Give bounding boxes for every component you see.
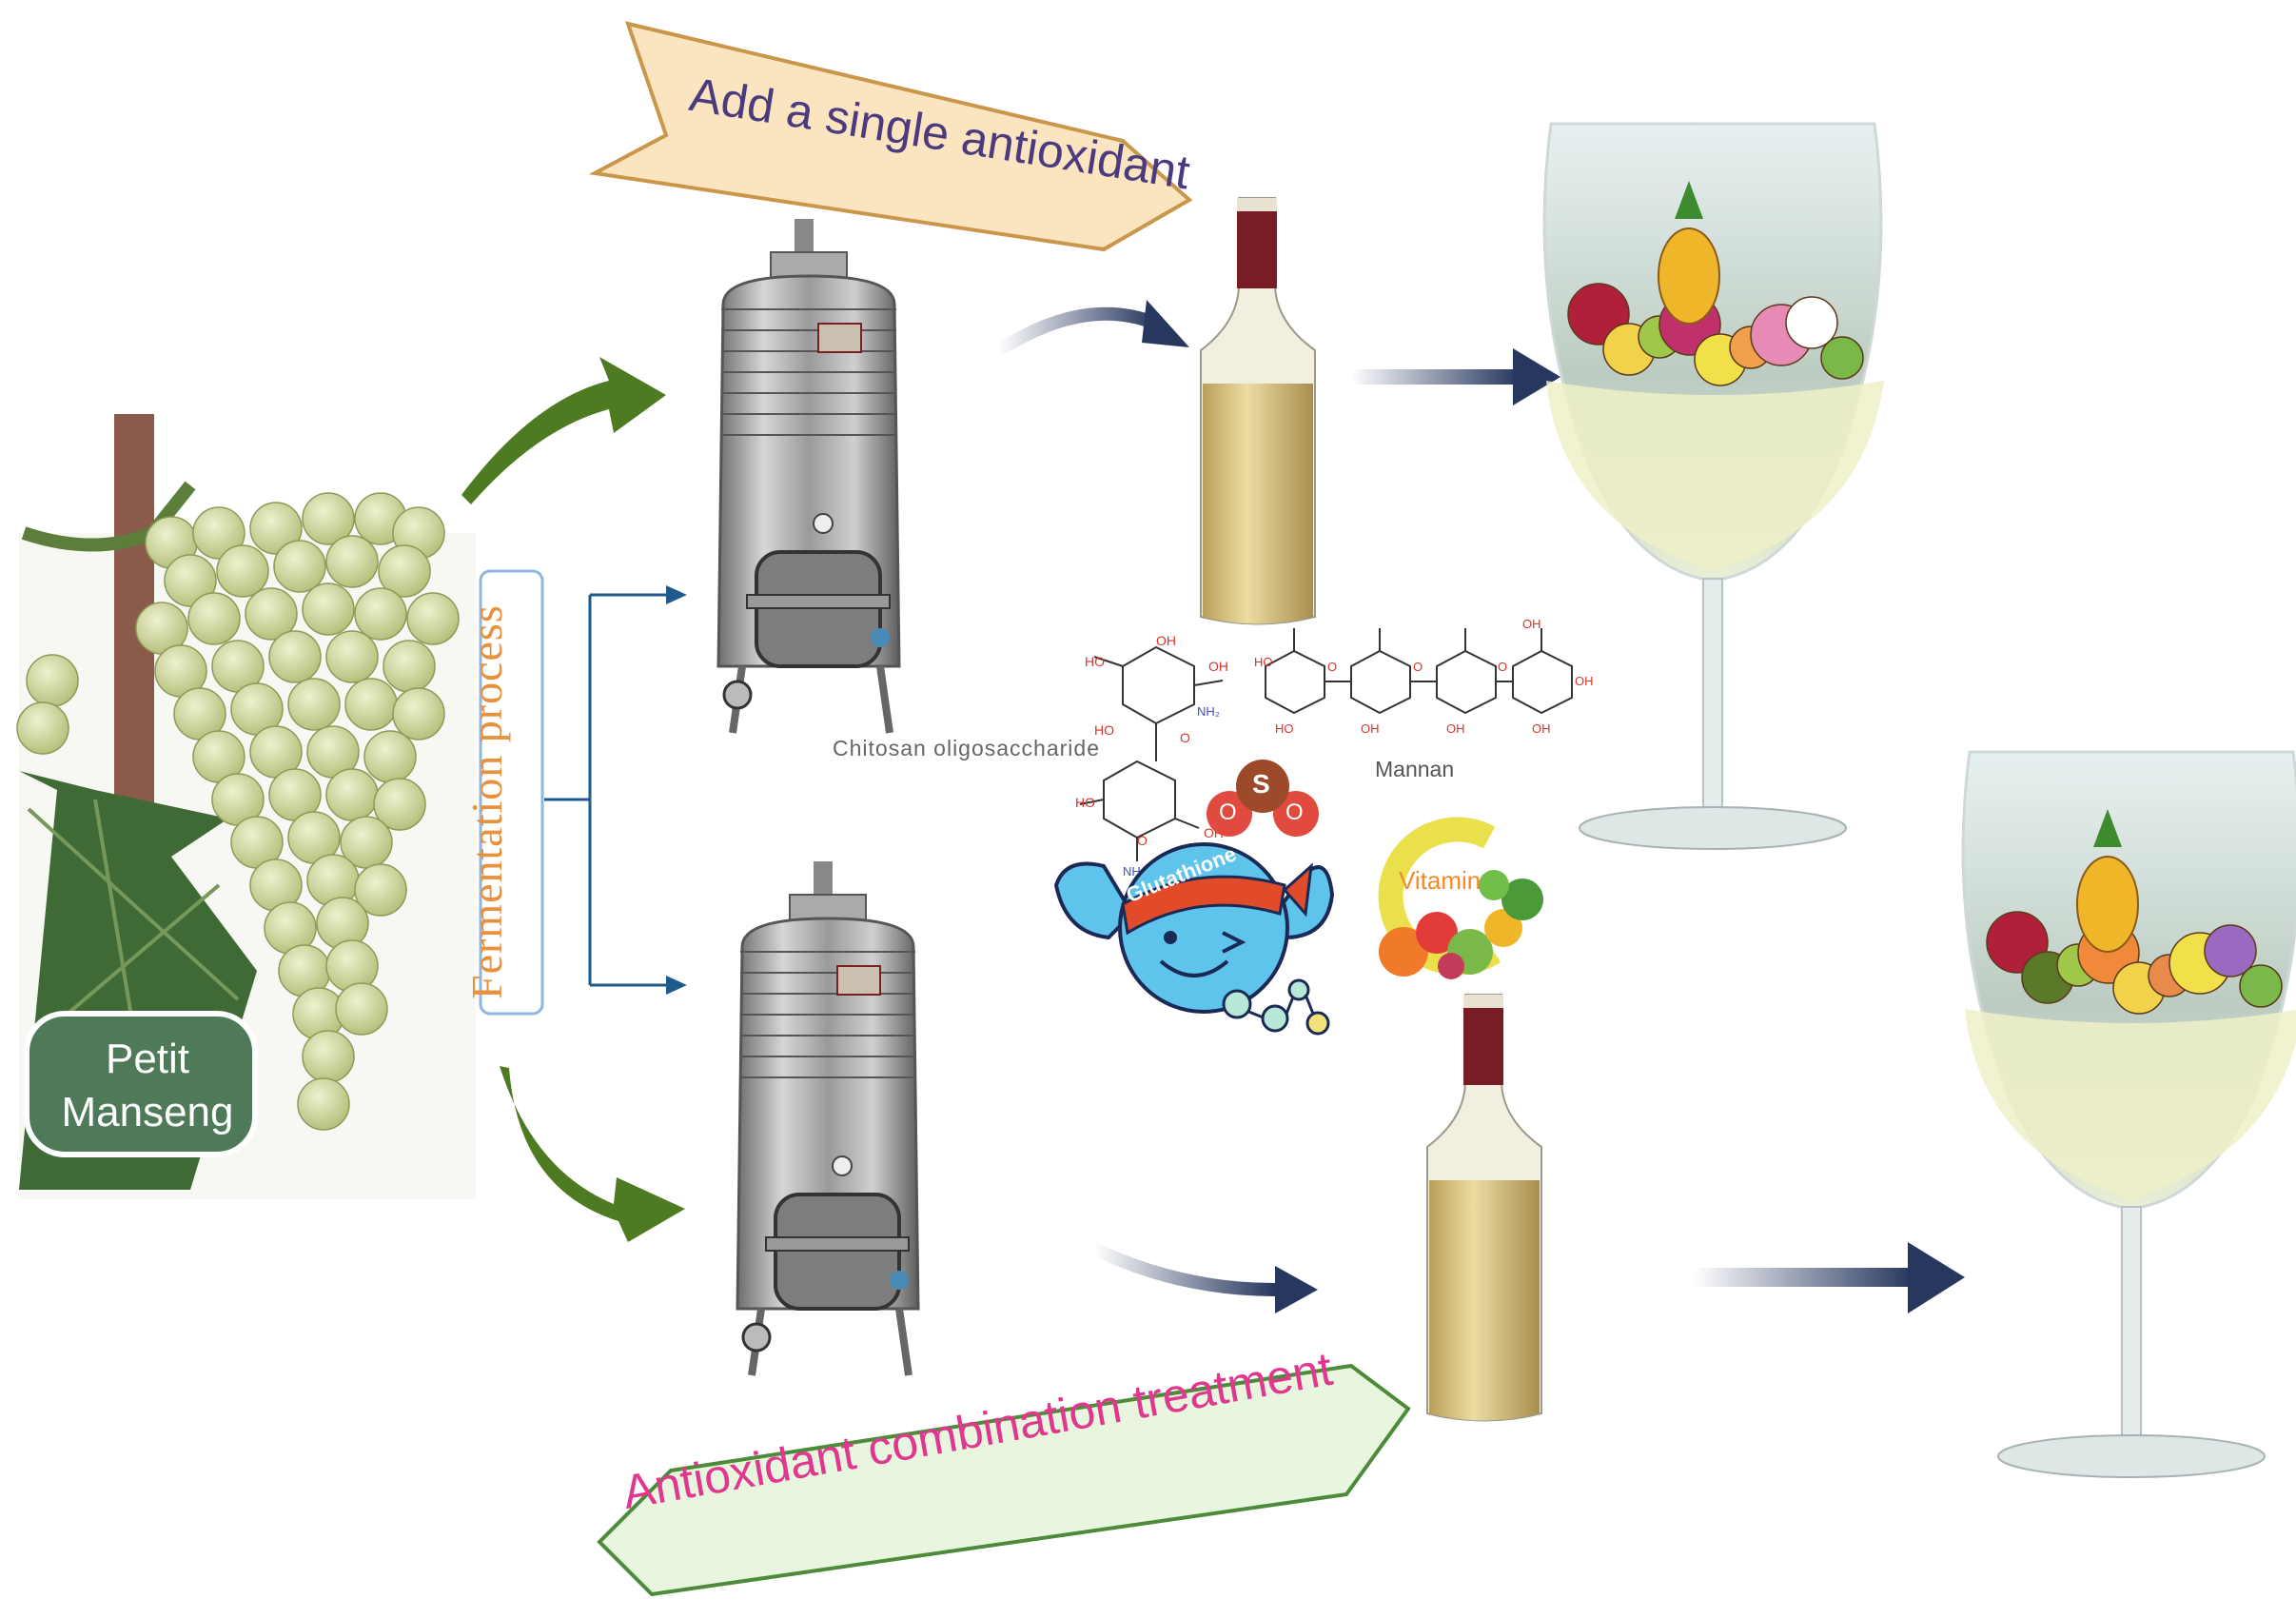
mannan-label: Mannan (1375, 757, 1455, 781)
navy-arrowhead (1908, 1242, 1965, 1313)
svg-text:OH: OH (1446, 721, 1465, 736)
mannan-atoms: HO O O O HO OH OH OH OH OH (1254, 617, 1594, 736)
fermentation-tank-icon (716, 219, 901, 734)
chitosan-structure (1079, 645, 1224, 861)
svg-text:O: O (1498, 660, 1507, 674)
combination-banner (597, 1363, 1411, 1597)
single-antioxidant-banner (588, 21, 1193, 252)
vitamin-c-icon (1378, 817, 1543, 979)
navy-arrow-tank-to-bottle-top (995, 306, 1159, 356)
svg-text:OH: OH (1522, 617, 1541, 631)
svg-text:OH: OH (1156, 633, 1176, 648)
svg-text:OH: OH (1575, 674, 1594, 688)
svg-text:HO: HO (1275, 721, 1294, 736)
connector-arrowhead-bottom (666, 976, 687, 995)
svg-text:HO: HO (1094, 722, 1114, 738)
navy-arrow-tank-to-bottle-bottom (1090, 1242, 1276, 1296)
so2-oxygen-label-right: O (1285, 800, 1304, 825)
green-arrow-down (500, 1066, 685, 1242)
glutathione-mascot-icon (1053, 842, 1335, 1036)
svg-text:HO: HO (1254, 655, 1273, 669)
wine-glass-icon (1542, 122, 1884, 850)
svg-text:NH₂: NH₂ (1197, 704, 1220, 719)
svg-text:O: O (1413, 660, 1423, 674)
so2-oxygen-label-left: O (1219, 800, 1237, 825)
fermentation-box (479, 569, 544, 1016)
variety-label: Petit Manseng (61, 1036, 234, 1135)
svg-text:OH: OH (1532, 721, 1551, 736)
svg-text:O: O (1137, 833, 1148, 848)
wine-bottle-icon (1426, 994, 1542, 1422)
variety-label-box (24, 1011, 258, 1157)
navy-arrowhead (1513, 348, 1560, 405)
so2-molecule-icon (1207, 760, 1319, 837)
wine-glass-icon (1961, 750, 2296, 1478)
navy-arrowhead (1142, 300, 1189, 347)
svg-text:HO: HO (1085, 654, 1105, 669)
svg-text:OH: OH (1361, 721, 1380, 736)
fruit-cluster-icon (1567, 181, 1864, 386)
navy-arrow-bottle-to-glass-top (1351, 369, 1518, 385)
svg-text:O: O (1180, 730, 1190, 745)
svg-text:HO: HO (1075, 795, 1095, 810)
so2-sulfur-label: S (1252, 769, 1270, 799)
fruit-cluster-icon (1986, 809, 2283, 1015)
mannan-structure (1265, 628, 1573, 715)
svg-text:OH: OH (1208, 659, 1228, 674)
chitosan-label: Chitosan oligosaccharide (833, 736, 1100, 760)
navy-arrowhead (1275, 1266, 1318, 1313)
wine-bottle-icon (1200, 197, 1316, 625)
navy-arrow-bottle-to-glass-bottom (1694, 1268, 1913, 1287)
fermentation-label: Fermentation process (462, 604, 511, 999)
fermentation-tank-icon (736, 861, 920, 1376)
grape-cluster-icon (16, 414, 476, 1199)
vitamin-label: Vitamin (1399, 866, 1482, 895)
fermentation-connector (544, 593, 676, 987)
svg-text:O: O (1327, 660, 1337, 674)
connector-arrowhead-top (666, 585, 687, 604)
green-arrow-up (461, 357, 666, 504)
